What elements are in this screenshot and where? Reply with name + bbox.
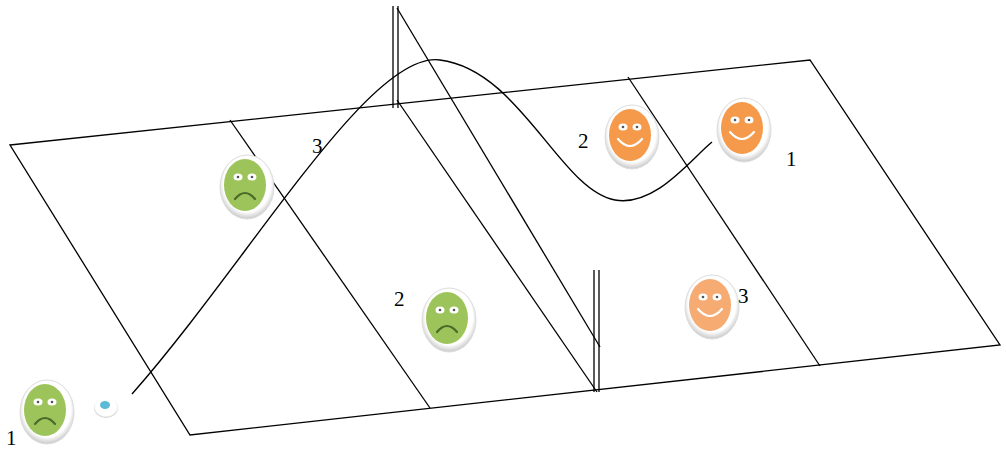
happy-player <box>685 275 739 339</box>
player-number: 3 <box>738 286 749 307</box>
court-lines <box>10 6 1000 435</box>
sad-player <box>422 288 476 352</box>
happy-player <box>605 105 659 169</box>
sad-player <box>20 380 74 444</box>
ball-trajectory <box>132 60 712 394</box>
player-number: 2 <box>578 131 589 152</box>
player-number: 2 <box>394 289 405 310</box>
player-number: 1 <box>6 428 17 449</box>
sad-player <box>220 155 274 219</box>
player-number: 3 <box>312 136 323 157</box>
ball <box>94 398 118 418</box>
player-number: 1 <box>786 149 797 170</box>
happy-player <box>717 98 771 162</box>
